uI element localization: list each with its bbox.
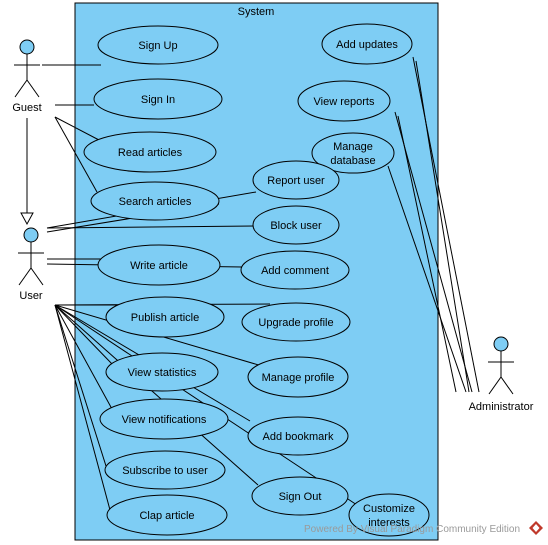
use-case-label: Search articles — [119, 196, 192, 208]
association-admin-manage-database — [387, 165, 467, 393]
association-guest-read-articles — [54, 116, 100, 141]
use-case-label: View statistics — [128, 367, 197, 379]
association-user-view-notifications — [54, 304, 113, 410]
use-case-add-comment[interactable]: Add comment — [240, 250, 350, 290]
association-admin-extra — [415, 60, 470, 393]
use-case-label: Sign Up — [138, 40, 177, 52]
use-case-ellipse — [251, 476, 349, 516]
use-case-subscribe-to-user[interactable]: Subscribe to user — [104, 450, 226, 490]
actor-guest: Guest — [12, 39, 42, 114]
actor-head-icon — [23, 227, 39, 243]
use-case-label: Write article — [130, 260, 188, 272]
use-case-view-reports[interactable]: View reports — [297, 80, 391, 122]
use-case-label: View reports — [314, 96, 375, 108]
use-case-publish-article[interactable]: Publish article — [105, 296, 225, 338]
use-case-ellipse — [247, 416, 349, 456]
use-case-label: Publish article — [131, 312, 199, 324]
use-case-label: Add updates — [336, 39, 398, 51]
use-case-ellipse — [99, 398, 229, 440]
use-case-upgrade-profile[interactable]: Upgrade profile — [241, 302, 351, 342]
use-case-label: Add bookmark — [263, 431, 334, 443]
use-case-sign-up[interactable]: Sign Up — [97, 25, 219, 65]
use-case-label: Block user — [270, 220, 322, 232]
generalization-arrowhead — [20, 212, 34, 226]
visual-paradigm-logo-icon — [529, 521, 543, 535]
use-case-label: Sign In — [141, 94, 175, 106]
use-case-label: interests — [368, 517, 410, 529]
association-user-block-user — [46, 225, 255, 229]
use-case-ellipse — [348, 493, 430, 537]
use-case-ellipse — [105, 296, 225, 338]
use-case-report-user[interactable]: Report user — [252, 160, 340, 200]
use-case-label: Add comment — [261, 265, 329, 277]
actor-label: User — [19, 290, 43, 302]
use-case-ellipse — [93, 78, 223, 120]
actor-label: Guest — [12, 102, 41, 114]
use-case-ellipse — [247, 356, 349, 398]
use-case-ellipse — [83, 131, 217, 173]
use-case-add-bookmark[interactable]: Add bookmark — [247, 416, 349, 456]
use-case-block-user[interactable]: Block user — [252, 205, 340, 245]
use-case-ellipse — [252, 205, 340, 245]
system-title: System — [238, 6, 275, 18]
use-case-ellipse — [97, 244, 221, 286]
use-case-label: Upgrade profile — [258, 317, 333, 329]
use-case-sign-in[interactable]: Sign In — [93, 78, 223, 120]
use-case-label: View notifications — [122, 414, 207, 426]
association-user-clap-article — [54, 304, 111, 511]
use-case-clap-article[interactable]: Clap article — [106, 494, 228, 536]
use-case-manage-profile[interactable]: Manage profile — [247, 356, 349, 398]
use-case-ellipse — [240, 250, 350, 290]
use-case-read-articles[interactable]: Read articles — [83, 131, 217, 173]
use-case-write-article[interactable]: Write article — [97, 244, 221, 286]
association-user-sign-out — [54, 304, 259, 486]
use-case-ellipse — [90, 181, 220, 221]
association-admin-extra — [397, 115, 457, 393]
use-case-ellipse — [297, 80, 391, 122]
use-case-customize-interests[interactable]: Customize interests — [348, 493, 430, 537]
use-case-search-articles[interactable]: Search articles — [90, 181, 220, 221]
use-case-ellipse — [104, 450, 226, 490]
use-case-label: Read articles — [118, 147, 183, 159]
use-case-sign-out[interactable]: Sign Out — [251, 476, 349, 516]
use-case-add-updates[interactable]: Add updates — [321, 23, 413, 65]
use-case-label: Customize — [363, 503, 415, 515]
use-case-label: Report user — [267, 175, 325, 187]
use-case-ellipse — [311, 132, 395, 174]
use-case-ellipse — [321, 23, 413, 65]
association-user-subscribe-to-user — [54, 304, 107, 467]
use-case-label: Subscribe to user — [122, 465, 208, 477]
association-admin-view-reports — [394, 111, 473, 393]
actor-user: User — [18, 227, 44, 302]
actor-head-icon — [19, 39, 35, 55]
watermark-text: Powered By Visual Paradigm Community Edi… — [304, 524, 520, 535]
use-case-label: database — [330, 155, 375, 167]
association-guest-search-articles — [54, 116, 98, 193]
use-case-ellipse — [105, 352, 219, 392]
use-case-ellipse — [252, 160, 340, 200]
use-case-view-statistics[interactable]: View statistics — [105, 352, 219, 392]
use-case-label: Manage profile — [262, 372, 335, 384]
use-case-ellipse — [241, 302, 351, 342]
use-case-manage-database[interactable]: Manage database — [311, 132, 395, 174]
use-case-ellipse — [97, 25, 219, 65]
use-case-view-notifications[interactable]: View notifications — [99, 398, 229, 440]
actor-label: Administrator — [469, 401, 534, 413]
use-case-ellipse — [106, 494, 228, 536]
use-case-label: Sign Out — [279, 491, 322, 503]
actor-head-icon — [493, 336, 509, 352]
use-case-label: Manage — [333, 141, 373, 153]
association-user-view-statistics — [54, 304, 114, 366]
actor-admin: Administrator — [469, 336, 534, 413]
use-case-label: Clap article — [139, 510, 194, 522]
